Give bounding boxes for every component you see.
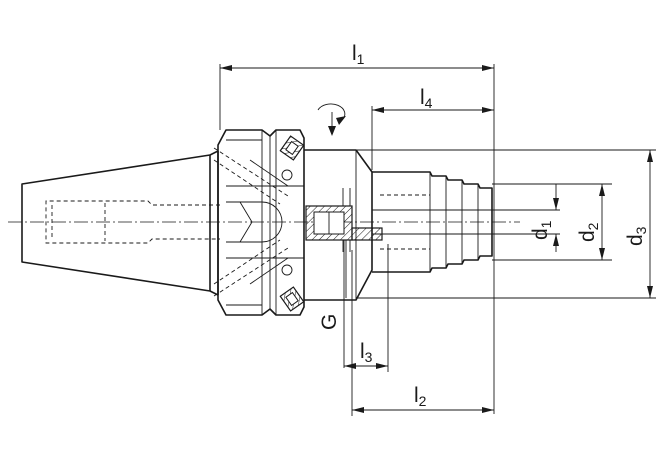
screw-top xyxy=(279,135,305,161)
dimension-d3 xyxy=(647,150,653,298)
label-l3: l3 xyxy=(360,340,373,365)
screw-bottom xyxy=(279,286,305,312)
label-d1: d1 xyxy=(529,220,554,240)
label-d2: d2 xyxy=(576,222,601,242)
dimension-l3 xyxy=(344,363,388,369)
dimension-d2 xyxy=(599,184,605,260)
body xyxy=(304,149,373,301)
adjustment-screw xyxy=(305,188,383,252)
dimension-d1 xyxy=(553,184,559,252)
rotation-arrow xyxy=(317,103,346,136)
flange xyxy=(213,129,305,316)
collet-nose xyxy=(372,171,560,273)
label-l2: l2 xyxy=(414,384,427,409)
extension-lines xyxy=(219,64,656,416)
label-thread-g: G xyxy=(318,314,341,330)
taper-shank xyxy=(21,150,220,296)
dimension-l4 xyxy=(372,107,494,113)
label-l1: l1 xyxy=(352,42,365,67)
label-l4: l4 xyxy=(420,86,433,111)
dimension-l2 xyxy=(352,407,494,413)
label-d3: d3 xyxy=(624,226,649,246)
dimension-l1 xyxy=(220,65,494,71)
